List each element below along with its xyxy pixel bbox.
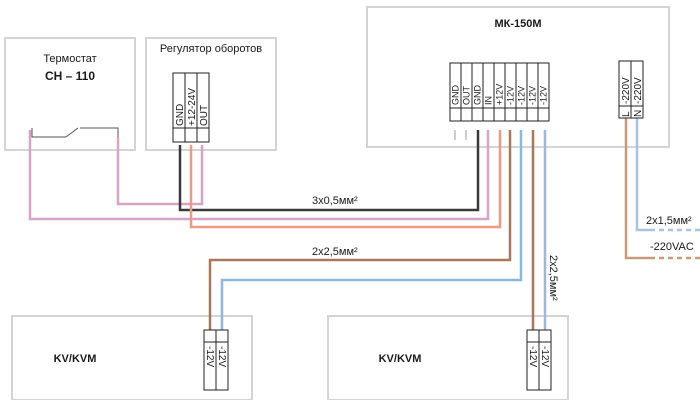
speed-controller-terminal-block: GND +12-24V OUT	[172, 72, 210, 143]
controller-power-terminal-block: -220V -220V L N	[618, 60, 644, 119]
controller-terminal-screw	[482, 107, 495, 122]
wires	[28, 118, 700, 330]
speed-controller-box	[145, 37, 277, 151]
controller-terminal-screw	[504, 107, 517, 122]
controller-terminal-label: GND	[451, 85, 461, 106]
thermostat-box	[4, 37, 136, 151]
controller-terminal-screw	[515, 107, 528, 122]
controller-terminal-screw	[526, 107, 539, 122]
controller-terminal-label: -12V	[528, 86, 538, 105]
terminal-out: OUT	[199, 105, 210, 126]
wire-thermostat-right	[116, 137, 204, 206]
convector-2-terminal-1: -12V	[527, 346, 538, 367]
controller-terminal-label: +12V	[495, 84, 505, 105]
controller-terminal-screw	[449, 107, 462, 122]
controller-terminal-screw	[493, 107, 506, 122]
terminal-gnd: GND	[175, 104, 186, 126]
switch-contact-icon	[31, 127, 119, 138]
wire-conv1-blue	[220, 130, 523, 330]
speed-controller-title: Регулятор оборотов	[160, 43, 262, 55]
controller-title: МК-150М	[494, 18, 541, 30]
wire-conv1-brown	[208, 130, 512, 330]
controller-terminal-screw	[471, 107, 484, 122]
controller-terminal-label: GND	[473, 85, 483, 106]
convector-1-title: KV/KVM	[54, 353, 97, 365]
wire-plus12v	[189, 130, 502, 229]
wire-mains-l	[624, 118, 650, 260]
terminal-n-pin: N	[633, 110, 644, 117]
thermostat-title: Термостат	[43, 53, 96, 65]
terminal-l-voltage: -220V	[621, 77, 632, 104]
controller-terminal-label: OUT	[462, 86, 472, 106]
terminal-l-pin: L	[621, 111, 632, 117]
cable-label-signal: 3x0,5мм²	[312, 195, 358, 207]
convector-1-terminal-block: -12V -12V	[203, 329, 229, 391]
cable-label-power-1: 2x2,5мм²	[312, 246, 358, 258]
wire-gnd	[178, 130, 480, 212]
wire-thermostat-left	[28, 130, 490, 221]
convector-2-terminal-block: -12V -12V	[526, 329, 552, 391]
thermostat-model: СН – 110	[45, 69, 95, 83]
controller-terminal-label: -12V	[517, 86, 527, 105]
terminal-n-voltage: -220V	[633, 77, 644, 104]
convector-1-terminal-1: -12V	[204, 346, 215, 367]
controller-terminal-screw	[537, 107, 550, 122]
controller-terminal-label: IN	[484, 96, 494, 105]
cable-label-power-2: 2x2,5мм²	[547, 255, 559, 301]
cable-label-mains: 2x1,5мм²	[646, 215, 692, 227]
convector-1-terminal-2: -12V	[216, 346, 227, 367]
cable-label-mains-voltage: -220VAC	[650, 241, 694, 253]
controller-terminal-label: -12V	[539, 86, 549, 105]
wire-mains-n	[635, 118, 650, 232]
terminal-plus12-24v: +12-24V	[187, 88, 198, 126]
convector-2-title: KV/KVM	[379, 353, 422, 365]
controller-terminal-label: -12V	[506, 86, 516, 105]
controller-terminal-screw	[460, 107, 473, 122]
convector-2-terminal-2: -12V	[539, 346, 550, 367]
